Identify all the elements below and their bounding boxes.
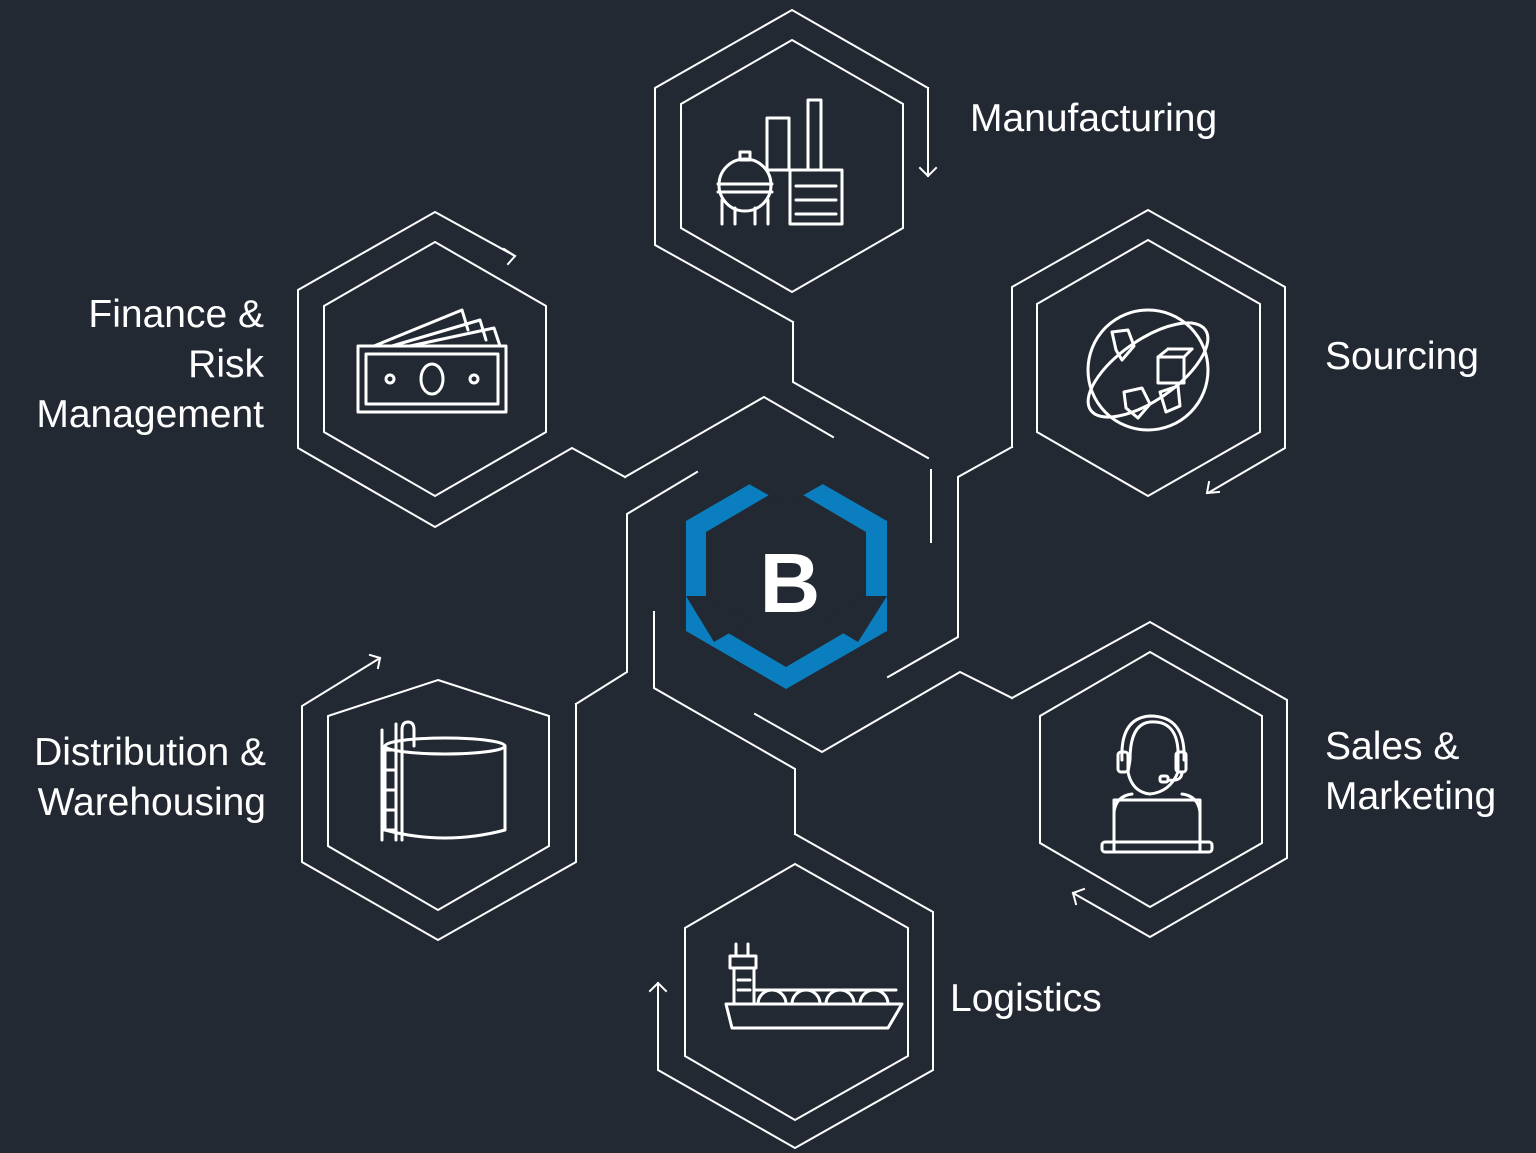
- globe-box-icon: [1086, 308, 1210, 432]
- storage-tank-icon: [380, 720, 507, 842]
- arrow-up-icon: [648, 981, 668, 993]
- label-line: Sourcing: [1325, 335, 1479, 378]
- label-logistics: Logistics: [950, 974, 1102, 1024]
- label-sales-marketing: Sales & Marketing: [1325, 722, 1496, 822]
- lng-ship-icon: [724, 942, 904, 1030]
- hex-distribution: [301, 653, 577, 942]
- label-line: Manufacturing: [970, 97, 1218, 140]
- arrow-up-left-icon: [1071, 887, 1086, 906]
- label-finance-risk: Finance & Risk Management: [36, 290, 264, 440]
- label-line: Risk: [188, 343, 264, 386]
- arrow-down-right-icon: [502, 247, 517, 266]
- label-line: Marketing: [1325, 775, 1497, 818]
- hex-sourcing: [1011, 208, 1286, 498]
- arrow-down-icon: [918, 166, 938, 178]
- label-sourcing: Sourcing: [1325, 332, 1479, 382]
- label-line: Distribution &: [34, 731, 266, 774]
- label-line: Warehousing: [37, 781, 266, 824]
- label-line: Management: [36, 393, 264, 436]
- label-distribution-warehousing: Distribution & Warehousing: [34, 728, 266, 828]
- hex-finance: [297, 210, 627, 529]
- hex-manufacturing: [654, 8, 938, 324]
- center-logo: B: [686, 463, 887, 689]
- label-manufacturing: Manufacturing: [970, 94, 1217, 144]
- logo-letter: B: [760, 536, 821, 630]
- hex-logistics: [648, 832, 934, 1150]
- cash-money-icon: [356, 308, 508, 414]
- headset-agent-icon: [1100, 714, 1214, 854]
- hex-sales: [1010, 620, 1288, 939]
- label-line: Finance &: [88, 293, 264, 336]
- arrow-down-left-icon: [1205, 480, 1221, 495]
- factory-icon: [716, 98, 844, 226]
- label-line: Logistics: [950, 977, 1102, 1020]
- label-line: Sales &: [1325, 725, 1460, 768]
- center-hex-outline: [574, 321, 1014, 835]
- arrow-up-right-icon: [368, 653, 382, 670]
